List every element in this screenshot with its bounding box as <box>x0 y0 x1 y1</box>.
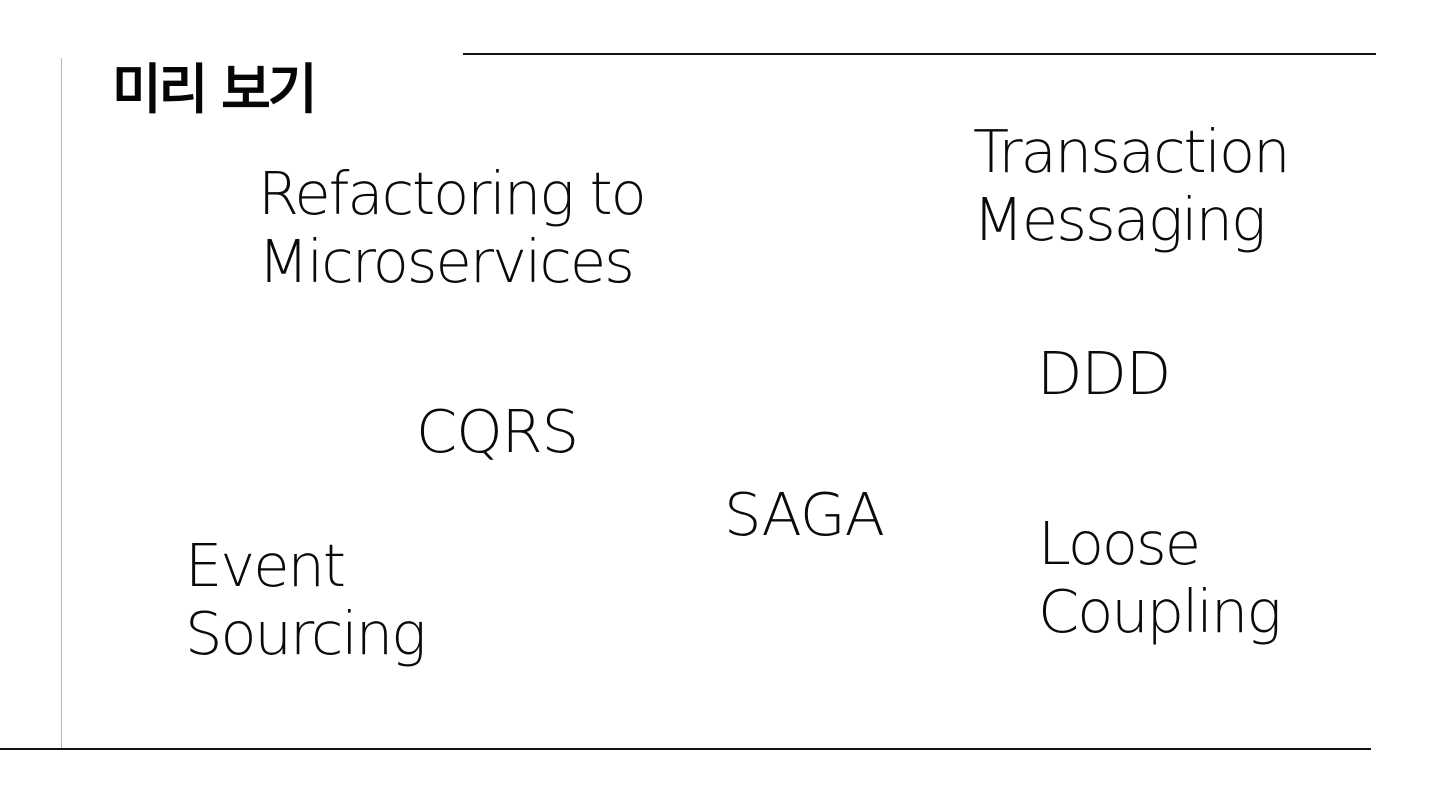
term-event-sourcing: Event Sourcing <box>185 531 427 668</box>
term-line: Microservices <box>258 227 635 296</box>
term-transaction-messaging: Transaction Messaging <box>973 117 1291 254</box>
term-saga: SAGA <box>724 480 885 549</box>
term-line: Sourcing <box>185 599 427 668</box>
term-loose-coupling: Loose Coupling <box>1038 509 1282 646</box>
slide-title: 미리 보기 <box>112 58 318 121</box>
term-line: CQRS <box>416 397 579 466</box>
term-line: Messaging <box>973 185 1266 254</box>
term-line: DDD <box>1037 339 1171 408</box>
term-line: Transaction <box>973 117 1291 186</box>
term-line: SAGA <box>724 480 885 549</box>
term-line: Event <box>185 531 346 600</box>
term-refactoring-to-microservices: Refactoring to Microservices <box>258 159 647 296</box>
term-line: Refactoring to <box>258 159 647 228</box>
term-line: Coupling <box>1038 577 1282 646</box>
top-divider <box>463 53 1376 55</box>
left-divider <box>61 58 62 748</box>
term-cqrs: CQRS <box>416 397 579 466</box>
term-ddd: DDD <box>1037 339 1171 408</box>
term-line: Loose <box>1038 509 1201 578</box>
bottom-divider <box>0 748 1371 750</box>
